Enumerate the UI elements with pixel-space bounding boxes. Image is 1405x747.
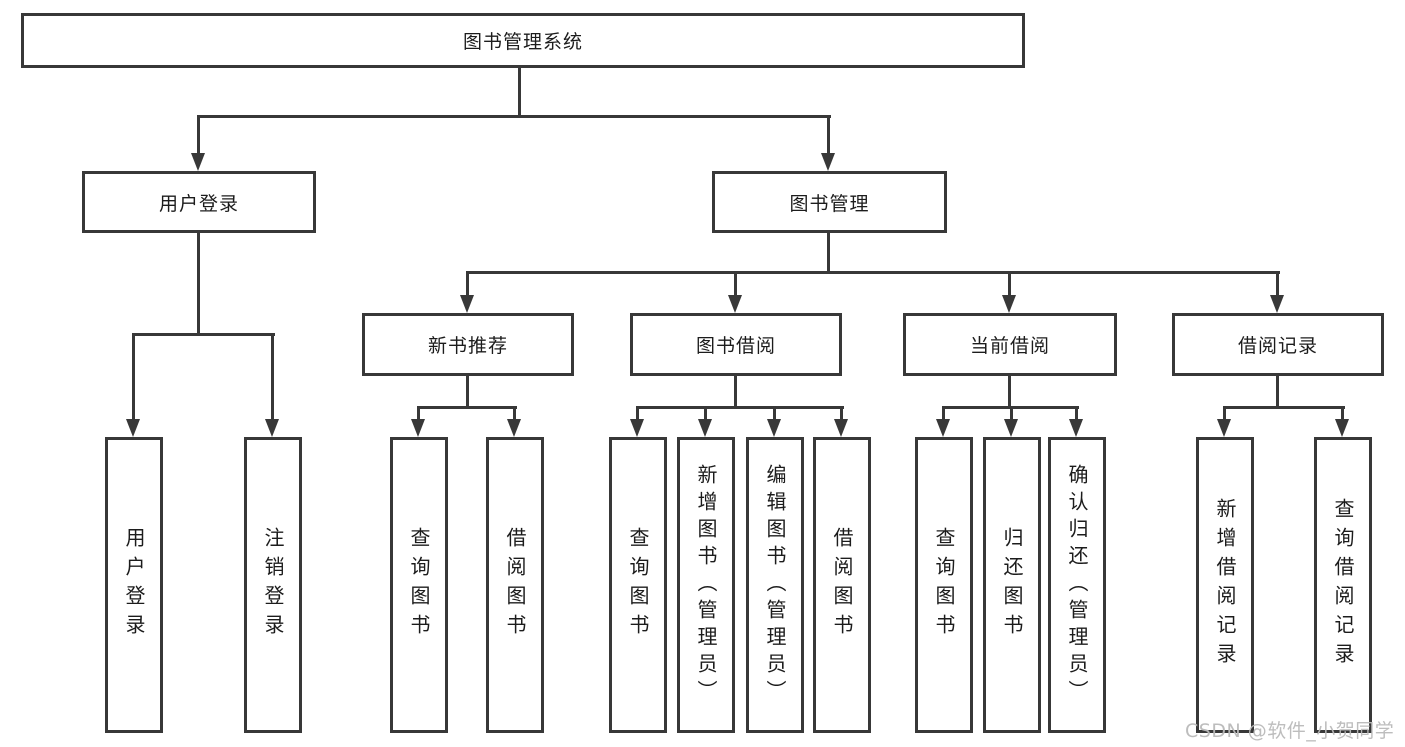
- arrowhead-newbook-borrow: [507, 419, 521, 437]
- arrowhead-user-login: [191, 153, 205, 171]
- connector-stub: [636, 406, 639, 421]
- leaf-edit-book-admin-label: 编辑图书（管理员）: [763, 463, 787, 707]
- connector-stub: [773, 406, 776, 421]
- leaf-newbook-borrow-books-label: 借阅图书: [503, 527, 527, 643]
- watermark: CSDN @软件_小贺同学: [1185, 720, 1395, 742]
- connector-stub: [942, 406, 945, 421]
- connector-records-drop: [1276, 376, 1279, 409]
- leaf-borrow-query-books-label: 查询图书: [626, 527, 650, 643]
- leaf-confirm-return-admin-label: 确认归还（管理员）: [1065, 463, 1089, 707]
- arrowhead-add-book: [698, 419, 712, 437]
- node-root-label: 图书管理系统: [462, 31, 583, 53]
- connector-records-span: [1223, 406, 1345, 409]
- node-new-book-recommend: 新书推荐: [362, 313, 574, 376]
- connector-to-leaf-user-login: [132, 333, 135, 421]
- leaf-current-query-books: 查询图书: [915, 437, 973, 733]
- arrowhead-borrow-query: [630, 419, 644, 437]
- leaf-borrow-books: 借阅图书: [813, 437, 871, 733]
- connector-newbook-drop: [466, 376, 469, 409]
- arrowhead-confirm-return: [1069, 419, 1083, 437]
- arrowhead-leaf-logout: [265, 419, 279, 437]
- connector-stub: [417, 406, 420, 421]
- connector-userlogin-drop: [197, 233, 200, 335]
- connector-root-span: [197, 115, 831, 118]
- connector-to-current: [1008, 271, 1011, 297]
- connector-stub: [1010, 406, 1013, 421]
- leaf-query-borrow-record: 查询借阅记录: [1314, 437, 1372, 733]
- arrowhead-book-mgmt: [821, 153, 835, 171]
- node-current-borrow: 当前借阅: [903, 313, 1117, 376]
- connector-stub: [1223, 406, 1226, 421]
- arrowhead-records: [1270, 295, 1284, 313]
- connector-to-new-book: [466, 271, 469, 297]
- connector-to-leaf-logout: [271, 333, 274, 421]
- leaf-borrow-books-label: 借阅图书: [830, 527, 854, 643]
- arrowhead-current: [1002, 295, 1016, 313]
- node-borrow-records: 借阅记录: [1172, 313, 1384, 376]
- leaf-logout: 注销登录: [244, 437, 302, 733]
- connector-stub: [1075, 406, 1078, 421]
- connector-to-user-login: [197, 115, 200, 155]
- connector-mgmt-drop: [827, 233, 830, 273]
- arrowhead-edit-book: [767, 419, 781, 437]
- connector-root-drop: [518, 68, 521, 117]
- connector-stub: [704, 406, 707, 421]
- leaf-add-book-admin-label: 新增图书（管理员）: [694, 463, 718, 707]
- leaf-confirm-return-admin: 确认归还（管理员）: [1048, 437, 1106, 733]
- connector-borrow-span: [636, 406, 844, 409]
- connector-stub: [513, 406, 516, 421]
- node-new-book-recommend-label: 新书推荐: [427, 335, 508, 357]
- leaf-user-login: 用户登录: [105, 437, 163, 733]
- connector-stub: [840, 406, 843, 421]
- leaf-edit-book-admin: 编辑图书（管理员）: [746, 437, 804, 733]
- leaf-add-borrow-record-label: 新增借阅记录: [1213, 498, 1237, 672]
- leaf-return-books: 归还图书: [983, 437, 1041, 733]
- connector-newbook-span: [417, 406, 517, 409]
- arrowhead-borrow-books: [834, 419, 848, 437]
- leaf-add-borrow-record: 新增借阅记录: [1196, 437, 1254, 733]
- leaf-newbook-query-books-label: 查询图书: [407, 527, 431, 643]
- connector-borrow-drop: [734, 376, 737, 409]
- connector-to-borrow: [734, 271, 737, 297]
- connector-userlogin-span: [132, 333, 275, 336]
- leaf-newbook-query-books: 查询图书: [390, 437, 448, 733]
- arrowhead-borrow: [728, 295, 742, 313]
- leaf-add-book-admin: 新增图书（管理员）: [677, 437, 735, 733]
- node-user-login-label: 用户登录: [158, 192, 239, 215]
- leaf-query-borrow-record-label: 查询借阅记录: [1331, 498, 1355, 672]
- connector-to-records: [1276, 271, 1279, 297]
- leaf-current-query-books-label: 查询图书: [932, 527, 956, 643]
- arrowhead-query-record: [1335, 419, 1349, 437]
- arrowhead-return-books: [1004, 419, 1018, 437]
- connector-mgmt-span: [466, 271, 1280, 274]
- node-user-login: 用户登录: [82, 171, 316, 233]
- node-book-management: 图书管理: [712, 171, 947, 233]
- node-current-borrow-label: 当前借阅: [969, 335, 1050, 357]
- connector-to-book-mgmt: [827, 115, 830, 155]
- leaf-return-books-label: 归还图书: [1000, 527, 1024, 643]
- arrowhead-newbook-query: [411, 419, 425, 437]
- arrowhead-new-book: [460, 295, 474, 313]
- leaf-newbook-borrow-books: 借阅图书: [486, 437, 544, 733]
- connector-current-drop: [1008, 376, 1011, 409]
- connector-stub: [1341, 406, 1344, 421]
- arrowhead-add-record: [1217, 419, 1231, 437]
- node-borrow-records-label: 借阅记录: [1237, 335, 1318, 357]
- leaf-user-login-label: 用户登录: [122, 527, 146, 643]
- node-book-borrow: 图书借阅: [630, 313, 842, 376]
- node-book-management-label: 图书管理: [789, 192, 870, 215]
- arrowhead-current-query: [936, 419, 950, 437]
- node-book-borrow-label: 图书借阅: [695, 335, 776, 357]
- arrowhead-leaf-user-login: [126, 419, 140, 437]
- leaf-borrow-query-books: 查询图书: [609, 437, 667, 733]
- leaf-logout-label: 注销登录: [261, 527, 285, 643]
- node-root: 图书管理系统: [21, 13, 1025, 68]
